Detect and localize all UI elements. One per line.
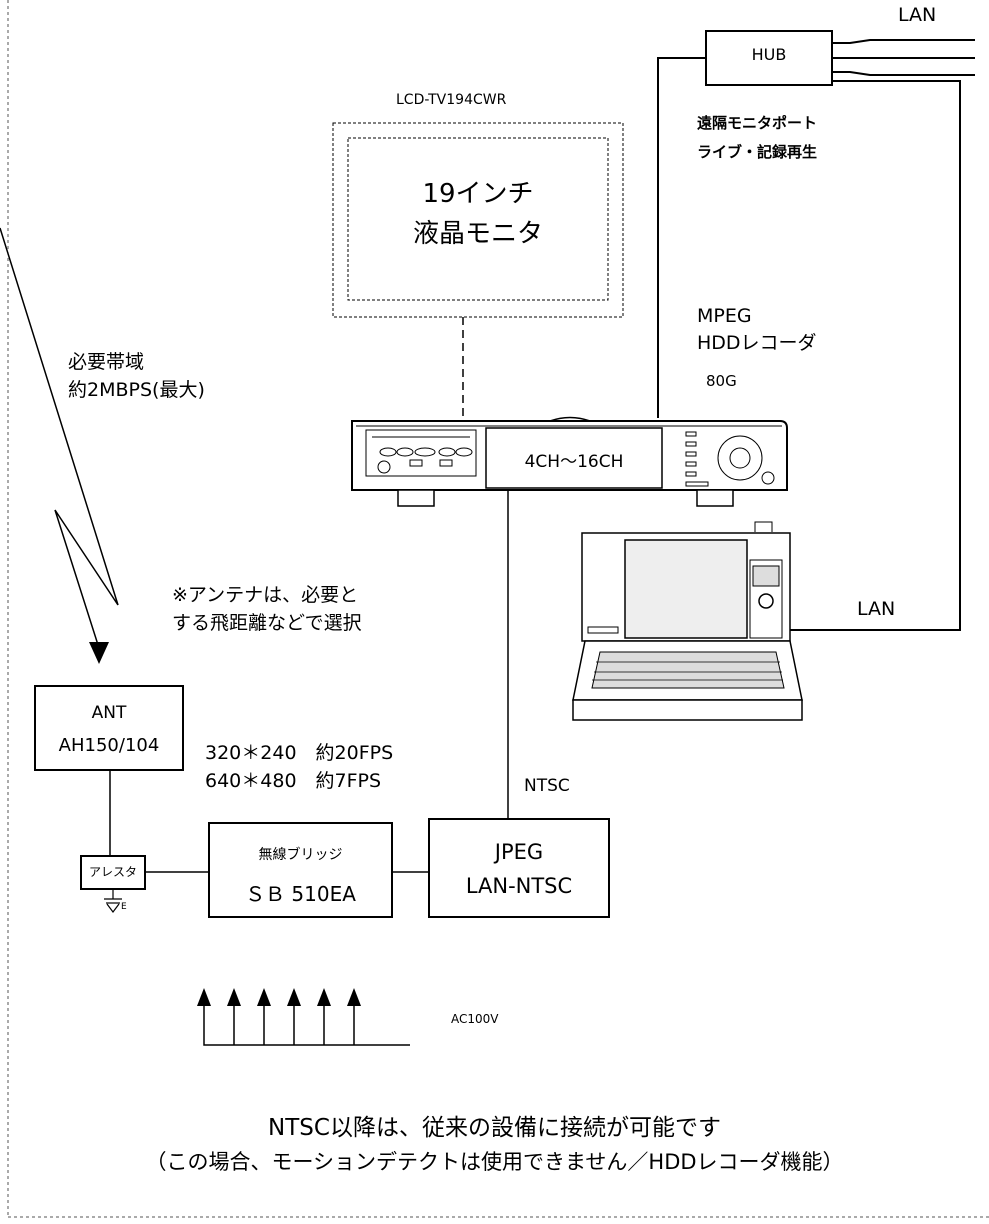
- lan-pc-label: LAN: [857, 598, 896, 620]
- wireless-bridge-box: [208, 822, 393, 918]
- ntsc-label: NTSC: [524, 776, 570, 796]
- footer-note-line2: （この場合、モーションデテクトは使用できません／HDDレコーダ機能）: [145, 1150, 844, 1174]
- ac-power-arrows: [197, 988, 410, 1046]
- resolution-spec-320: 320＊240 約20FPS: [205, 742, 394, 764]
- ant-model-label: AH150/104: [58, 735, 160, 756]
- recorder-channel-display: 4CH～16CH: [524, 452, 624, 472]
- bandwidth-title: 必要帯域: [68, 351, 145, 373]
- jpeg-label: JPEG: [494, 840, 544, 864]
- wireless-arrow-head: [89, 642, 109, 664]
- wireless-signal-zigzag: [0, 227, 119, 649]
- hub-box: [705, 30, 833, 86]
- monitor-model-label: LCD-TV194CWR: [396, 92, 507, 108]
- remote-playback-label: ライブ・記録再生: [697, 143, 818, 161]
- monitor-type-label: 液晶モニタ: [412, 219, 543, 249]
- hub-recorder-cable: [657, 57, 705, 418]
- ant-label: ANT: [91, 703, 127, 723]
- lan-top-label: LAN: [898, 4, 937, 26]
- footer-note-line1: NTSC以降は、従来の設備に接続が可能です: [268, 1115, 721, 1141]
- recorder-type-label: HDDレコーダ: [697, 332, 817, 354]
- lan-ntsc-label: LAN-NTSC: [465, 874, 573, 898]
- bridge-model-label: ＳＢ 510EA: [245, 882, 356, 906]
- hub-label: HUB: [751, 45, 787, 64]
- laptop-pc: [572, 521, 803, 721]
- monitor-size-label: 19インチ: [422, 179, 534, 209]
- ant-box: [34, 685, 184, 771]
- ground-symbol: [104, 890, 122, 913]
- antenna-note-line1: ※アンテナは、必要と: [172, 584, 359, 606]
- ac-power-label: AC100V: [451, 1012, 499, 1026]
- monitor-outer-frame: [332, 122, 624, 318]
- remote-port-label: 遠隔モニタポート: [697, 114, 818, 132]
- monitor-inner-frame: [347, 137, 609, 301]
- bandwidth-value: 約2MBPS(最大): [68, 379, 205, 401]
- recorder-format-label: MPEG: [697, 305, 752, 327]
- ground-e-label: E: [121, 902, 127, 912]
- hub-lan-lines: [833, 39, 975, 76]
- resolution-spec-640: 640＊480 約7FPS: [205, 770, 382, 792]
- antenna-note-line2: する飛距離などで選択: [172, 612, 362, 634]
- bridge-type-label: 無線ブリッジ: [258, 847, 343, 863]
- arrester-label: アレスタ: [88, 865, 137, 879]
- hdd-recorder-unit: [351, 416, 788, 507]
- recorder-capacity-label: 80G: [706, 372, 737, 390]
- arrester-box: [80, 855, 146, 890]
- jpeg-converter-box: [428, 818, 610, 918]
